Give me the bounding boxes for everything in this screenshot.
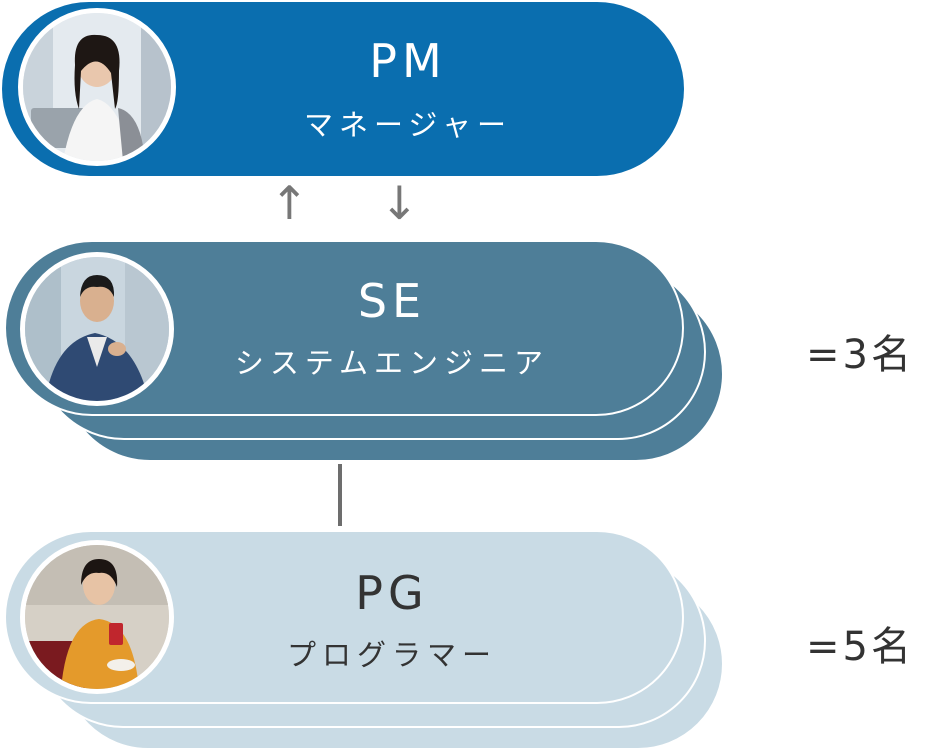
se-node: SE システムエンジニア	[4, 240, 684, 416]
arrow-up-icon: ↑	[270, 176, 309, 230]
connector-line	[338, 464, 342, 526]
pm-avatar	[18, 8, 176, 166]
pm-title: PM	[369, 34, 447, 88]
pm-node: PM マネージャー	[2, 2, 684, 176]
pg-count: =5名	[806, 624, 914, 670]
man-engineer-photo	[25, 257, 169, 401]
arrow-down-icon: ↓	[380, 176, 419, 230]
pm-subtitle: マネージャー	[304, 108, 512, 142]
pg-avatar	[20, 540, 174, 694]
pg-subtitle: プログラマー	[286, 638, 497, 672]
pg-title: PG	[355, 566, 429, 620]
se-count: =3名	[806, 332, 914, 378]
se-subtitle: システムエンジニア	[234, 346, 550, 380]
se-avatar	[20, 252, 174, 406]
se-title: SE	[357, 274, 427, 328]
woman-manager-photo	[23, 13, 171, 161]
woman-programmer-photo	[25, 545, 169, 689]
pg-node: PG プログラマー	[4, 530, 684, 704]
